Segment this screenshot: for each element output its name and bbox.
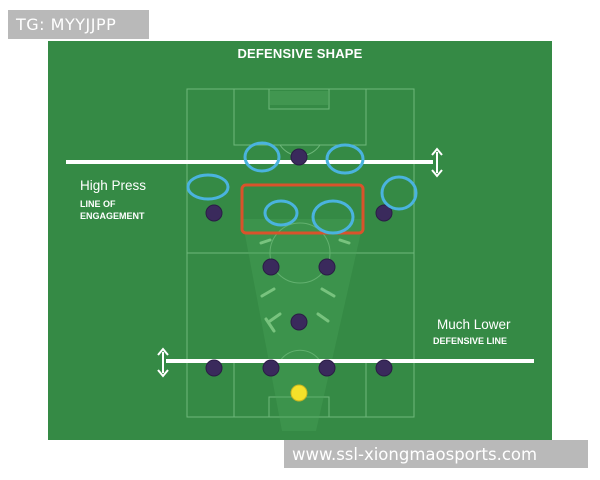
defending-players — [205, 148, 393, 377]
much-lower-label: Much Lower — [437, 317, 511, 332]
marker-ring — [311, 199, 355, 235]
player-left-back — [205, 359, 223, 377]
watermark-top: TG: MYYJJPP — [8, 10, 149, 39]
marker-ring — [186, 173, 230, 201]
low-defensive-line — [157, 347, 534, 378]
chevron-icon — [260, 287, 276, 298]
high-press-line — [66, 147, 443, 178]
marker-ring — [263, 199, 299, 227]
marker-ring — [243, 141, 281, 173]
movement-arrows — [259, 238, 351, 333]
top-goal-area-shade — [269, 91, 329, 105]
player-right-wing — [375, 204, 393, 222]
pitch-diagram: DEFENSIVE SHAPE High Press LINE OF ENGAG… — [48, 41, 552, 440]
high-press-label: High Press — [80, 178, 147, 193]
defensive-line-label: DEFENSIVE LINE — [433, 336, 508, 346]
player-right-center-back — [318, 359, 336, 377]
player-goalkeeper — [290, 384, 308, 402]
player-defensive-midfielder — [290, 313, 308, 331]
up-down-arrow-icon — [157, 347, 169, 378]
marker-ring — [380, 175, 418, 211]
diagram-title: DEFENSIVE SHAPE — [237, 46, 363, 61]
top-six-yard-box — [268, 88, 330, 110]
line-of-engagement-label: LINE OF ENGAGEMENT — [80, 199, 145, 221]
press-zone-box — [240, 183, 365, 235]
opponent-markers — [186, 141, 418, 235]
center-circle-top — [269, 222, 331, 254]
player-left-center-back — [262, 359, 280, 377]
player-right-midfielder — [318, 258, 336, 276]
bottom-penalty-arc — [279, 349, 321, 362]
player-striker — [290, 148, 308, 166]
chevron-icon — [259, 238, 272, 245]
chevron-icon — [320, 287, 336, 298]
watermark-bottom: www.ssl-xiongmaosports.com — [284, 440, 588, 468]
chevron-icon — [268, 312, 282, 323]
chevron-icon — [338, 238, 351, 245]
chevron-icon — [316, 312, 330, 323]
player-right-back — [375, 359, 393, 377]
player-left-midfielder — [262, 258, 280, 276]
chevron-icon — [264, 317, 276, 333]
pitch-canvas — [66, 88, 534, 431]
up-down-arrow-icon — [431, 147, 443, 178]
player-left-wing — [205, 204, 223, 222]
marker-ring — [325, 143, 365, 175]
